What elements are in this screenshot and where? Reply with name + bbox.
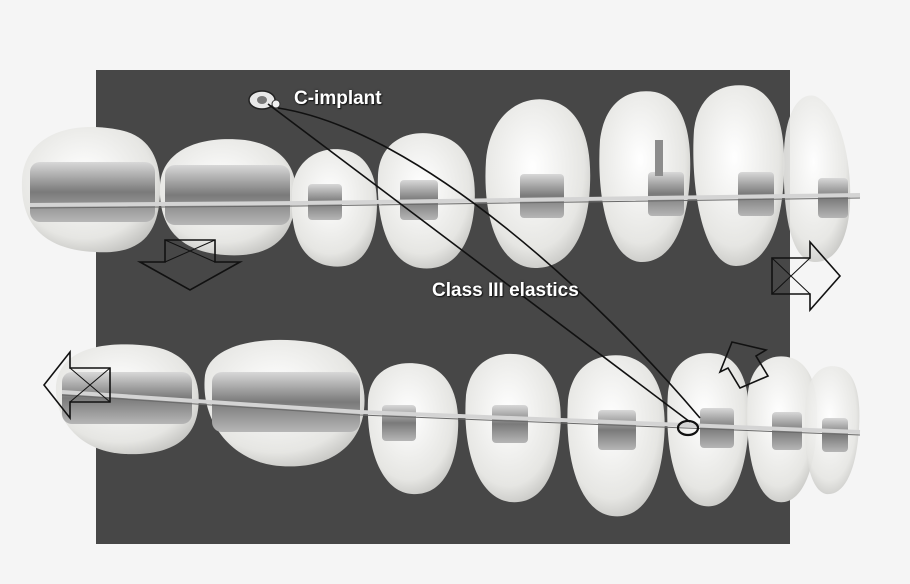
bracket: [598, 410, 636, 450]
hook: [655, 140, 663, 176]
bracket: [382, 405, 416, 441]
upper-band-2: [165, 165, 290, 225]
c-implant-label: C-implant: [294, 88, 382, 110]
upper-band-1: [30, 162, 155, 222]
bracket: [738, 172, 774, 216]
class-iii-elastics-label: Class III elastics: [432, 280, 579, 302]
bracket: [520, 174, 564, 218]
bracket: [492, 405, 528, 443]
bracket: [648, 172, 684, 216]
bracket: [822, 418, 848, 452]
